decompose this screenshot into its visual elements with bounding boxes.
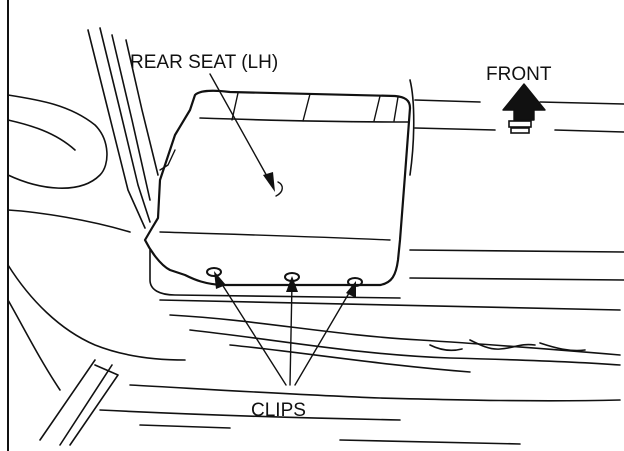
parcel-shelf-lines (409, 79, 624, 176)
front-label: FRONT (486, 64, 552, 85)
clip-1 (206, 267, 222, 277)
rear-seat-leader (209, 73, 275, 192)
clips-leaders (214, 271, 356, 386)
front-arrow-icon (502, 83, 546, 134)
body-pillar-lines (7, 27, 186, 446)
clips-label: CLIPS (251, 400, 306, 421)
rear-seat-label: REAR SEAT (LH) (130, 52, 278, 73)
clips (206, 267, 363, 287)
rear-seat-cushion (143, 89, 412, 287)
floor-sill-lines (99, 249, 624, 445)
